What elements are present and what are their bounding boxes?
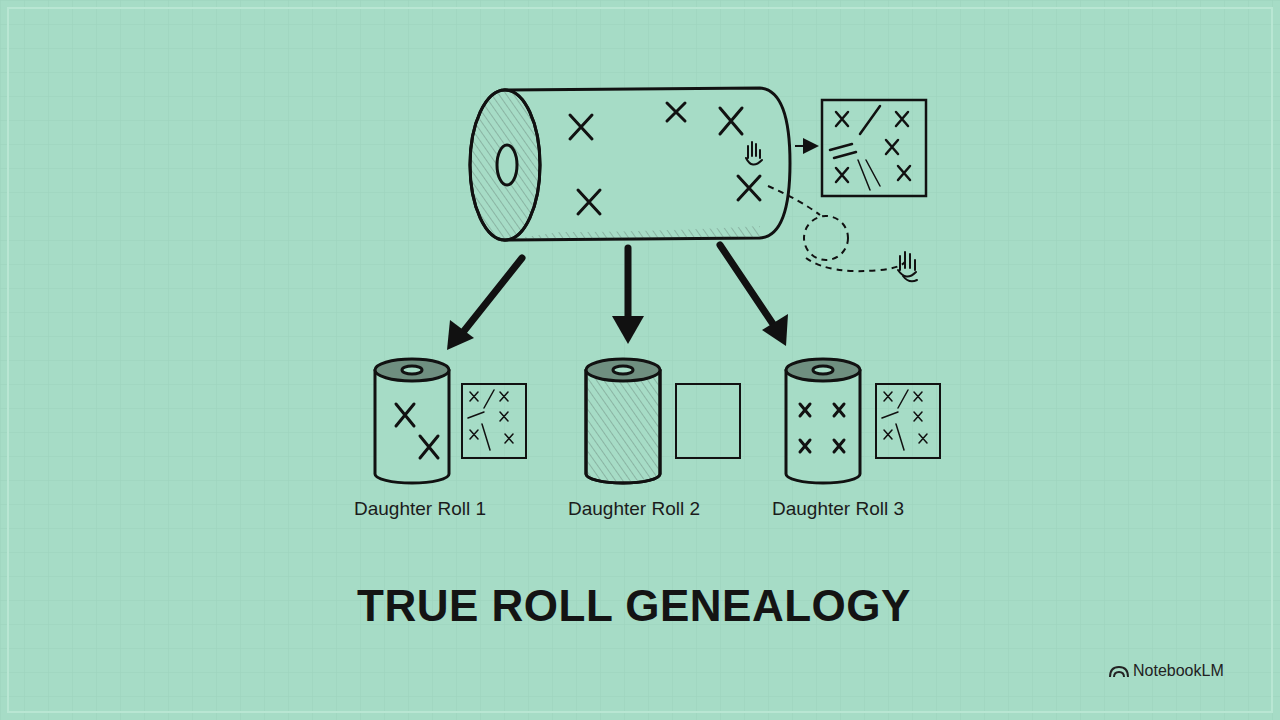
roll-label: Daughter Roll 3 bbox=[772, 498, 904, 520]
parent-roll bbox=[470, 88, 790, 240]
frame bbox=[8, 8, 1272, 712]
roll-label: Daughter Roll 1 bbox=[354, 498, 486, 520]
arrowheads bbox=[447, 314, 788, 350]
daughter-rolls bbox=[375, 359, 940, 483]
watermark: NotebookLM bbox=[1133, 662, 1224, 680]
roll-label: Daughter Roll 2 bbox=[568, 498, 700, 520]
watermark-icon bbox=[1110, 667, 1128, 677]
defect-map bbox=[822, 100, 926, 196]
hand-icon bbox=[898, 252, 917, 281]
diagram-title: TRUE ROLL GENEALOGY bbox=[357, 581, 911, 631]
dashed-trace bbox=[768, 186, 905, 271]
